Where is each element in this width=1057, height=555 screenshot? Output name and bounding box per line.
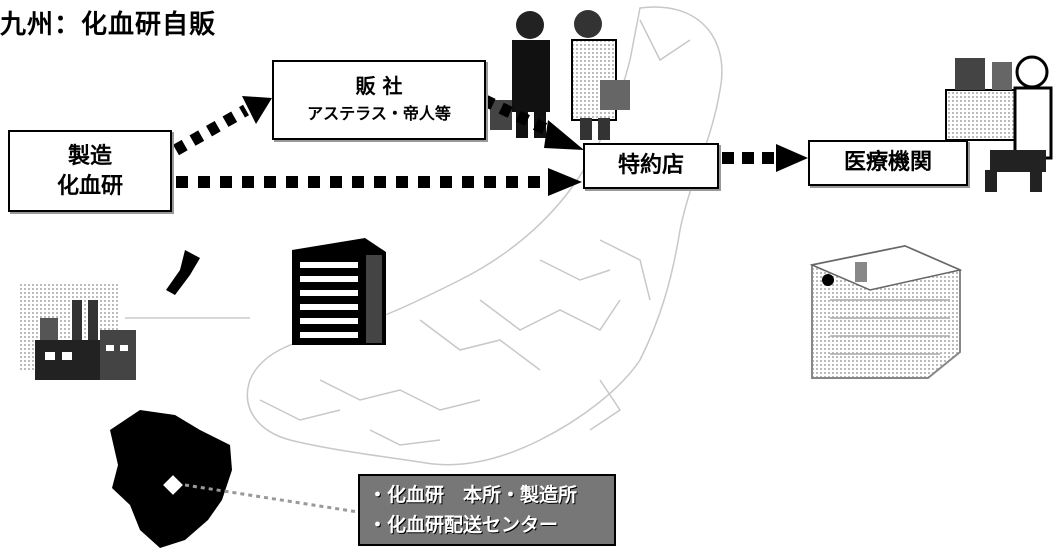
sales-line2: アステラス・帝人等	[307, 104, 451, 123]
factory-icon	[20, 282, 136, 380]
arrow-maker-to-agent	[176, 168, 582, 196]
japan-map	[246, 6, 723, 466]
doctor-icon	[945, 55, 1053, 192]
maker-node: 製造 化血研	[8, 130, 172, 212]
maker-line2: 化血研	[56, 174, 123, 199]
agent-node: 特約店	[583, 143, 719, 189]
maker-line1: 製造	[67, 144, 112, 169]
medical-node: 医療機関	[808, 140, 968, 186]
hospital-icon	[809, 244, 963, 379]
sales-line1: 販 社	[355, 74, 403, 98]
businessmen-icon	[490, 10, 630, 140]
kyushu-connector	[184, 483, 359, 514]
kyushu-label-box: ・化血研 本所・製造所 ・化血研配送センター	[358, 474, 616, 546]
location-marker	[163, 475, 183, 495]
sales-node: 販 社 アステラス・帝人等	[272, 60, 486, 140]
arrow-sales-to-agent	[481, 94, 584, 150]
kyushu-label-line1: ・化血研 本所・製造所	[368, 484, 578, 506]
kyushu-label-line2: ・化血研配送センター	[368, 514, 559, 536]
arrow-maker-to-sales	[173, 96, 272, 156]
page-title: 九州：化血研自販	[0, 10, 217, 40]
island-icon	[166, 250, 200, 295]
arrow-agent-to-medical	[722, 144, 808, 172]
building-icon	[292, 238, 386, 345]
